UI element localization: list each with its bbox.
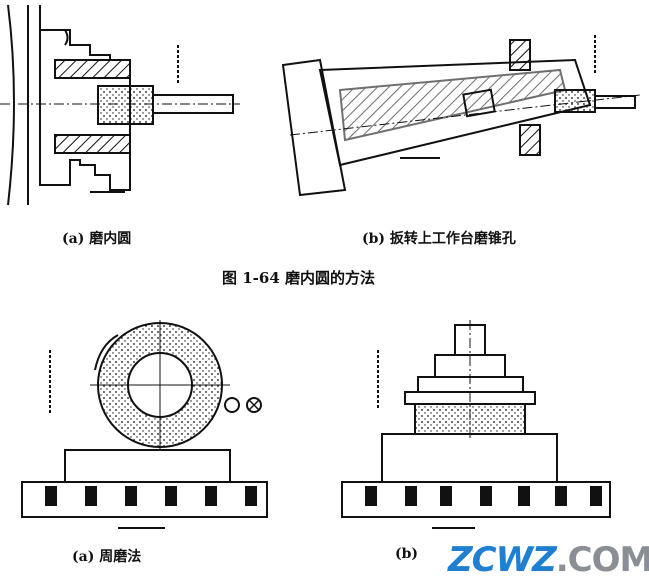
caption-top-a: (a) 磨内圆: [62, 231, 132, 247]
diagram-taper-grinding: [281, 35, 641, 197]
caption-top-b: (b) 扳转上工作台磨锥孔: [362, 231, 516, 247]
watermark-logo: ZCWZ.COM: [448, 540, 649, 580]
diagram-internal-grinding: [0, 4, 240, 206]
diagram-end-grinding: [341, 320, 611, 529]
diagram-peripheral-grinding: [21, 320, 268, 529]
figure-caption: 图 1-64 磨内圆的方法: [222, 269, 375, 287]
caption-bottom-b: (b): [395, 546, 419, 562]
caption-bottom-a: (a) 周磨法: [72, 549, 142, 565]
